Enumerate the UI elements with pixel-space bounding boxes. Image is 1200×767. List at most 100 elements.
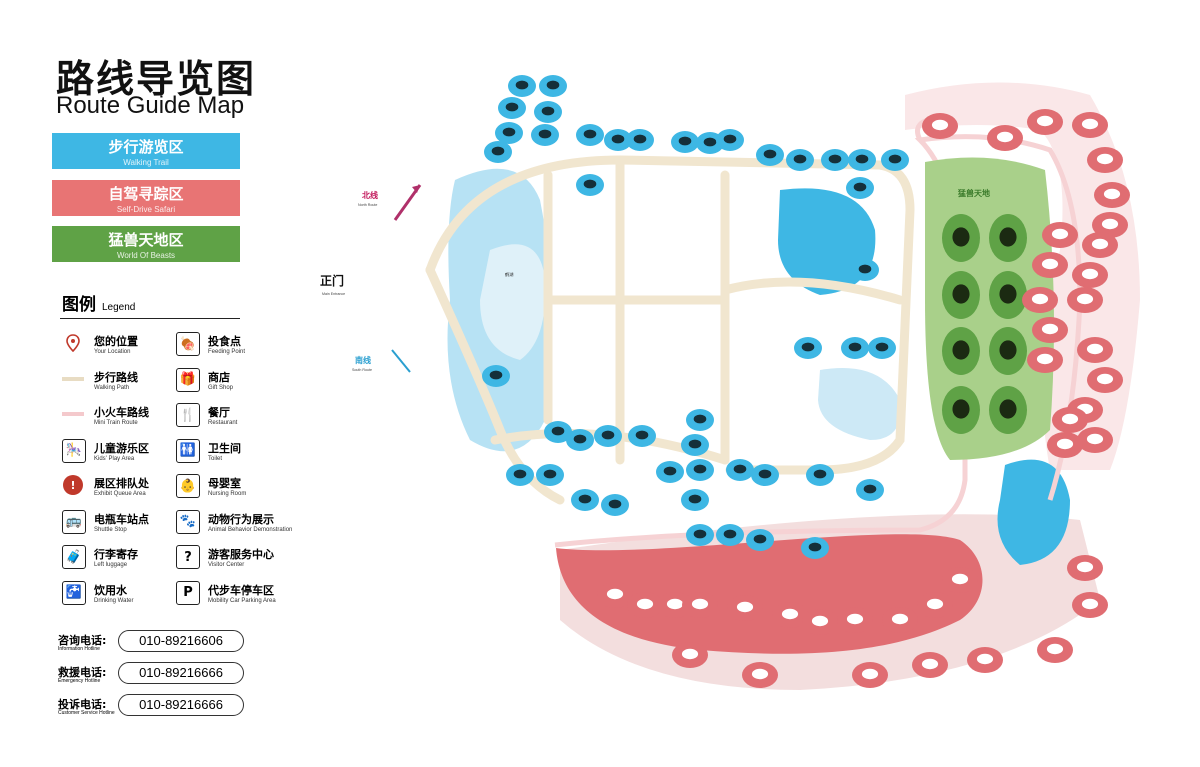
animal-silhouette-icon <box>723 134 737 144</box>
animal-silhouette-icon <box>1051 228 1069 240</box>
legend-item-label-en: Toilet <box>208 455 223 462</box>
legend-item-label-en: Mobility Car Parking Area <box>208 597 276 604</box>
animal-silhouette-icon <box>606 588 624 600</box>
animal-silhouette-icon <box>828 154 842 164</box>
zone-self-drive-safari[interactable]: 自驾寻踪区 Self-Drive Safari <box>52 180 240 216</box>
animal-silhouette-icon <box>952 399 970 419</box>
animal-silhouette-icon <box>693 464 707 474</box>
legend-item-label: 投食点 <box>208 335 241 348</box>
animal-silhouette-icon <box>888 154 902 164</box>
animal-silhouette-icon <box>1091 238 1109 250</box>
animal-silhouette-icon <box>801 342 815 352</box>
zone-world-of-beasts[interactable]: 猛兽天地区 World Of Beasts <box>52 226 240 262</box>
legend-item-label: 步行路线 <box>94 370 138 384</box>
animal-silhouette-icon <box>999 284 1017 304</box>
animal-silhouette-icon <box>1076 561 1094 573</box>
animal-silhouette-icon <box>951 573 969 585</box>
legend-item-label-en: Feeding Point <box>208 349 246 355</box>
location-pin-icon <box>62 332 84 354</box>
hotline-label: 咨询电话: <box>58 634 107 647</box>
legend-item-label: 动物行为展示 <box>208 512 274 526</box>
legend-divider <box>60 318 240 319</box>
animal-silhouette-icon <box>583 129 597 139</box>
animal-silhouette-icon <box>1061 413 1079 425</box>
animal-silhouette-icon <box>601 430 615 440</box>
animal-silhouette-icon <box>693 529 707 539</box>
legend-item-label-en: Shuttle Stop <box>94 526 127 533</box>
safari-enclosures <box>597 109 1130 688</box>
animal-silhouette-icon <box>583 179 597 189</box>
hotline-number[interactable]: 010-89216606 <box>118 630 244 652</box>
walking-path-line-icon <box>62 368 84 390</box>
legend-item-label-en: Drinking Water <box>94 597 134 604</box>
legend-item-label-en: Animal Behavior Demonstration <box>208 526 293 533</box>
north-route-label: 北线 <box>362 190 378 200</box>
legend-item-label-en: Nursing Room <box>208 491 247 497</box>
animal-silhouette-icon <box>996 131 1014 143</box>
animal-silhouette-icon <box>513 469 527 479</box>
animal-silhouette-icon <box>1103 188 1121 200</box>
animal-silhouette-icon <box>723 529 737 539</box>
feeding-icon: 🍖 <box>176 332 200 356</box>
zone-label-en: World Of Beasts <box>116 251 176 260</box>
legend-item-label: 电瓶车站点 <box>94 512 149 526</box>
animal-silhouette-icon <box>1086 343 1104 355</box>
animal-silhouette-icon <box>1041 258 1059 270</box>
animal-silhouette-icon <box>861 668 879 680</box>
hotline-number[interactable]: 010-89216666 <box>118 694 244 716</box>
animal-silhouette-icon <box>551 426 565 436</box>
carousel-icon: 🎠 <box>62 438 86 463</box>
small-pond <box>818 368 901 440</box>
animal-silhouette-icon <box>541 106 555 116</box>
hotline-number[interactable]: 010-89216666 <box>118 662 244 684</box>
animal-silhouette-icon <box>666 598 684 610</box>
animal-silhouette-icon <box>952 340 970 360</box>
animal-silhouette-icon <box>853 182 867 192</box>
central-pond <box>778 188 876 295</box>
parking-icon: P <box>176 580 200 605</box>
animal-silhouette-icon <box>1036 115 1054 127</box>
zone-label: 步行游览区 <box>108 138 184 156</box>
lake-label: 鹤湖 <box>505 271 513 278</box>
animal-silhouette-icon <box>515 80 529 90</box>
animal-silhouette-icon <box>635 430 649 440</box>
animal-silhouette-icon <box>1081 268 1099 280</box>
animal-silhouette-icon <box>781 608 799 620</box>
legend-item-label-en: Left luggage <box>94 562 128 568</box>
animal-silhouette-icon <box>663 466 677 476</box>
animal-silhouette-icon <box>891 613 909 625</box>
legend-item-label-en: Restaurant <box>208 420 238 426</box>
beasts-world-title: 猛兽天地 <box>957 188 990 198</box>
page-title: 路线导览图 <box>56 57 257 101</box>
hotline-label-en: Emergency Hotline <box>58 678 101 684</box>
legend-item-label-en: Kids' Play Area <box>94 455 135 462</box>
animal-silhouette-icon <box>846 613 864 625</box>
walking-enclosures <box>482 75 909 559</box>
animal-silhouette-icon <box>678 136 692 146</box>
zone-walking-trail[interactable]: 步行游览区 Walking Trail <box>52 133 240 169</box>
animal-silhouette-icon <box>976 653 994 665</box>
page-subtitle: Route Guide Map <box>56 92 245 119</box>
north-route-label-en: North Route <box>358 203 377 207</box>
restaurant-icon: 🍴 <box>176 403 200 427</box>
animal-silhouette-icon <box>573 434 587 444</box>
animal-silhouette-icon <box>546 80 560 90</box>
animal-silhouette-icon <box>688 494 702 504</box>
